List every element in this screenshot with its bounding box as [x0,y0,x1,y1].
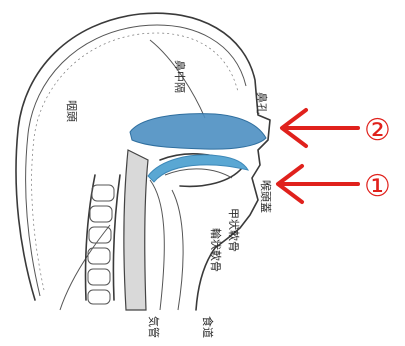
masked-region [80,72,120,120]
label-nostril: 鼻孔 [255,92,269,114]
marker-1: ① [364,169,391,204]
label-cricoid-cartilage: 輪状軟骨 [209,228,223,272]
label-thyroid-cartilage: 甲状軟骨 [227,208,241,252]
marker-2: ② [364,113,391,148]
label-trachea: 気管 [147,316,161,338]
label-esophagus: 食道 [201,316,215,338]
label-pharynx: 咽頭 [65,100,78,122]
spine [85,175,120,304]
label-epiglottis: 喉頭蓋 [259,180,272,213]
nasal-cavity-highlight [130,114,266,150]
label-nasal-septum: 鼻中隔 [173,60,187,93]
arrow-left-icon [282,110,358,146]
arrow-left-icon [278,166,358,202]
